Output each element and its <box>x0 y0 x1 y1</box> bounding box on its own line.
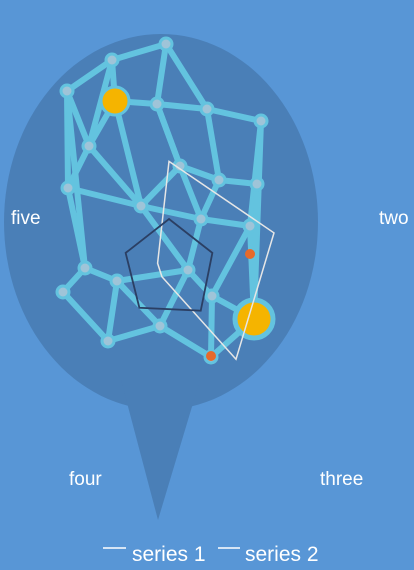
legend: series 1 series 2 <box>103 543 319 566</box>
highlight-node-large <box>101 87 129 115</box>
network-node <box>79 262 91 274</box>
network-node <box>102 335 114 347</box>
network-node <box>111 275 123 287</box>
legend-series-1-label: series 1 <box>132 543 206 566</box>
axis-label-two: two <box>379 208 409 229</box>
network-node <box>160 38 172 50</box>
network-node <box>62 182 74 194</box>
network-node <box>201 103 213 115</box>
accent-node <box>206 351 216 361</box>
network-node <box>251 178 263 190</box>
speech-bubble-tail <box>121 380 200 520</box>
network-edge <box>211 296 212 357</box>
network-node <box>57 286 69 298</box>
highlight-node-large-2 <box>235 300 273 338</box>
accent-node <box>245 249 255 259</box>
network-node <box>182 264 194 276</box>
axis-label-four: four <box>69 469 102 490</box>
network-node <box>106 54 118 66</box>
network-node <box>255 115 267 127</box>
network-node <box>154 320 166 332</box>
network-node <box>206 290 218 302</box>
network-node <box>61 85 73 97</box>
network-node <box>83 140 95 152</box>
axis-label-five: five <box>11 208 41 229</box>
network-node <box>244 220 256 232</box>
network-node <box>151 98 163 110</box>
legend-series-2-label: series 2 <box>245 543 319 566</box>
network-node <box>135 200 147 212</box>
network-node <box>195 213 207 225</box>
network-node <box>213 174 225 186</box>
axis-label-three: three <box>320 469 363 490</box>
